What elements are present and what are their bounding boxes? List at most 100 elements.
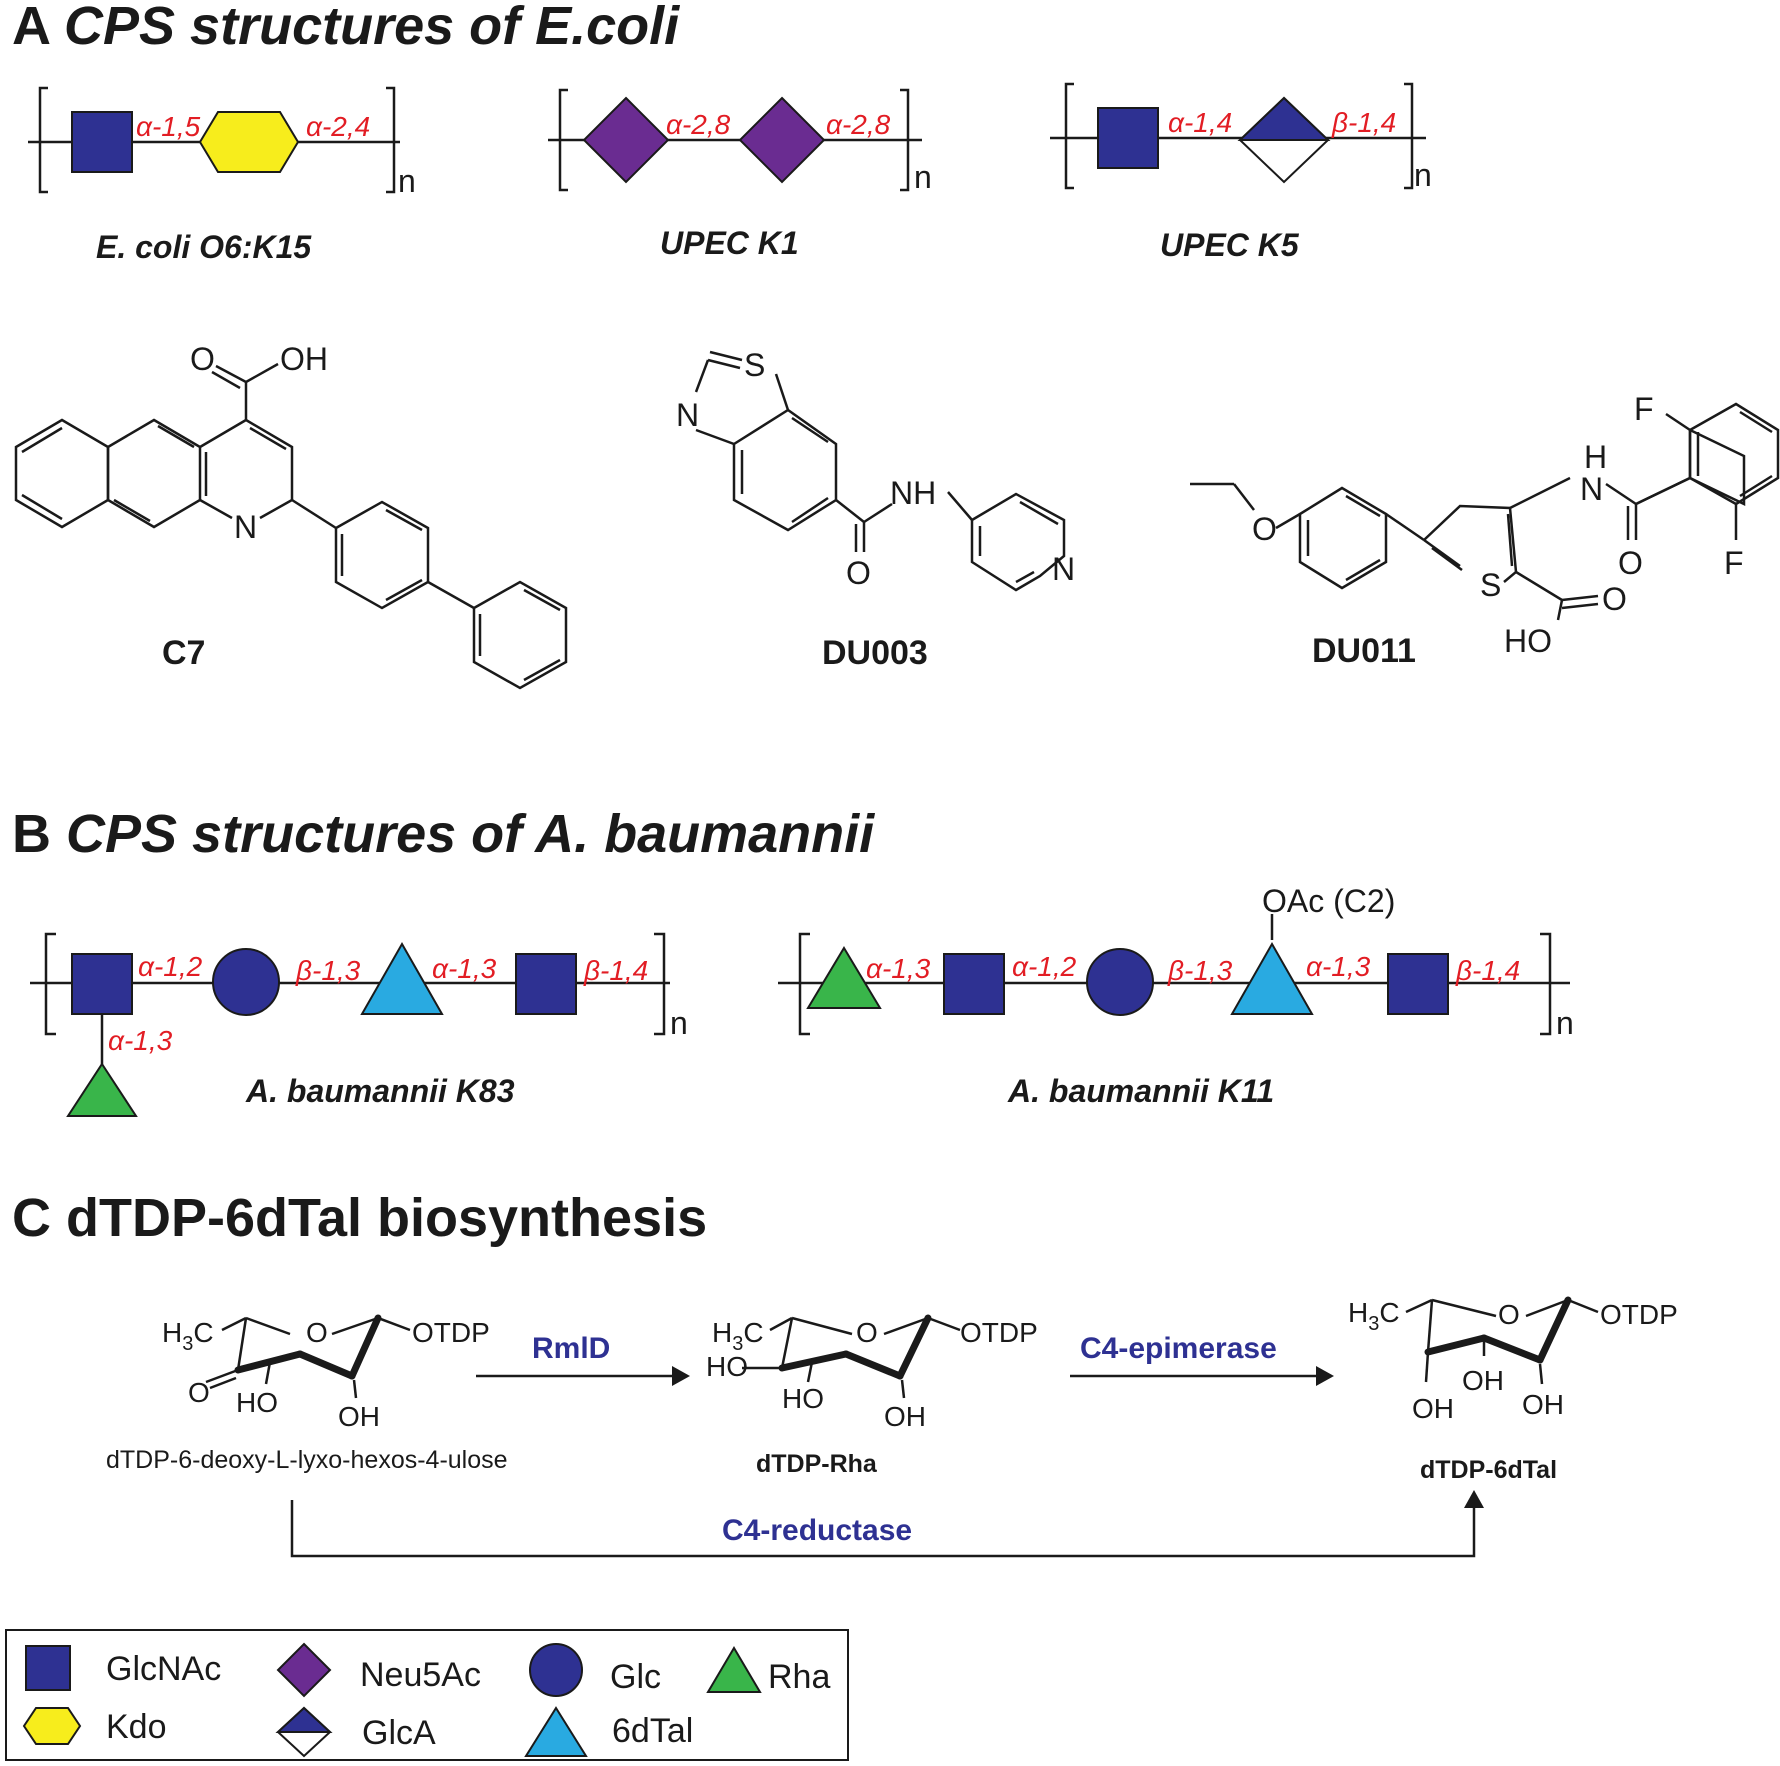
- atom-label: O: [1618, 545, 1643, 581]
- enzyme-label: RmlD: [532, 1332, 610, 1365]
- legend-label: Glc: [610, 1658, 661, 1696]
- atom-label: F: [1724, 545, 1744, 581]
- linkage-label: β-1,4: [583, 955, 648, 986]
- keto-oxygen: O: [188, 1377, 210, 1408]
- legend-label: GlcA: [362, 1714, 436, 1752]
- methyl-group: H3C: [1348, 1297, 1400, 1335]
- yellow-hexagon-icon: [22, 1707, 82, 1745]
- purple-diamond-icon: [276, 1642, 332, 1698]
- legend-label: 6dTal: [612, 1712, 693, 1750]
- structure-o6k15: α-1,5 α-2,4 n E. coli O6:K15: [28, 86, 416, 265]
- substituent-label: OAc (C2): [1262, 883, 1395, 919]
- linkage-label: α-2,8: [826, 109, 891, 140]
- linkage-label: α-1,3: [432, 953, 497, 984]
- sixdtal-triangle-icon: [360, 941, 444, 1015]
- legend: GlcNAc Kdo Neu5Ac GlcA Glc 6dTal Rha: [5, 1629, 849, 1761]
- panel-b: B CPS structures of A. baumannii α-1,2 β…: [12, 804, 1574, 1117]
- sugar-rha: H3C O OTDP HO HO OH dTDP-Rha: [706, 1314, 1038, 1478]
- linkage-label: β-1,4: [1331, 107, 1396, 138]
- bracket-right: [386, 86, 396, 194]
- bracket-right: [1404, 82, 1414, 190]
- glcnac-square-icon: [943, 953, 1005, 1015]
- linkage-label: α-1,5: [136, 111, 201, 142]
- atom-label: S: [744, 347, 765, 383]
- linkage-label: α-2,4: [306, 111, 370, 142]
- repeat-label: n: [914, 159, 932, 195]
- compound-name: DU011: [1312, 632, 1416, 670]
- legend-label: Neu5Ac: [360, 1656, 481, 1694]
- compound-name: dTDP-6-deoxy-L-lyxo-hexos-4-ulose: [106, 1446, 508, 1474]
- neu5ac-diamond-icon: [738, 96, 826, 184]
- structure-k1: α-2,8 α-2,8 n UPEC K1: [548, 88, 932, 261]
- compound-c7: N O OH C7: [14, 341, 568, 690]
- compound-du003: S N O NH N DU003: [676, 347, 1075, 672]
- atom-label: F: [1634, 391, 1654, 427]
- structure-caption: E. coli O6:K15: [96, 229, 312, 265]
- structure-k83: α-1,2 β-1,3 α-1,3 β-1,4 α-1,3 n A. bauma…: [30, 932, 688, 1117]
- linkage-label: α-1,2: [1012, 951, 1077, 982]
- sixdtal-triangle-icon: [1230, 941, 1314, 1015]
- atom-label: H: [1584, 439, 1607, 475]
- compound-name: C7: [162, 634, 205, 672]
- light-blue-triangle-icon: [524, 1706, 588, 1757]
- compound-name: DU003: [822, 634, 928, 672]
- enzyme-label: C4-reductase: [722, 1514, 912, 1547]
- legend-label: Rha: [768, 1658, 830, 1696]
- linkage-label: α-1,2: [138, 951, 203, 982]
- glcnac-square-icon: [1387, 953, 1449, 1015]
- ring-oxygen: O: [1498, 1299, 1520, 1330]
- hydroxyl-group: HO: [782, 1383, 824, 1414]
- glcnac-square-icon: [71, 953, 133, 1015]
- enzyme-label: C4-epimerase: [1080, 1332, 1277, 1365]
- glc-circle-icon: [1086, 948, 1154, 1016]
- repeat-label: n: [398, 163, 416, 199]
- arrowhead-icon: [672, 1366, 690, 1386]
- atom-label: O: [1252, 511, 1277, 547]
- structure-caption: UPEC K1: [660, 225, 799, 261]
- panel-a: A CPS structures of E.coli α-1,5 α-2,4 n…: [12, 0, 1780, 690]
- structure-k5: α-1,4 β-1,4 n UPEC K5: [1050, 82, 1432, 263]
- atom-label: O: [190, 341, 215, 377]
- linkage-label: β-1,4: [1455, 955, 1520, 986]
- atom-label: N: [1052, 551, 1075, 587]
- atom-label: N: [676, 397, 699, 433]
- hydroxyl-group: OH: [338, 1401, 380, 1432]
- glc-circle-icon: [212, 948, 280, 1016]
- arrowhead-icon: [1464, 1490, 1484, 1508]
- ring-oxygen: O: [856, 1317, 878, 1348]
- structure-caption: A. baumannii K83: [245, 1073, 515, 1109]
- glcnac-square-icon: [1097, 107, 1159, 169]
- arrowhead-icon: [1316, 1366, 1334, 1386]
- linkage-label: α-2,8: [666, 109, 731, 140]
- legend-box: [5, 1629, 849, 1761]
- legend-label: Kdo: [106, 1708, 167, 1746]
- bracket-left: [38, 86, 48, 194]
- repeat-label: n: [1414, 157, 1432, 193]
- kdo-hexagon-icon: [198, 111, 300, 173]
- structure-caption: UPEC K5: [1160, 227, 1300, 263]
- neu5ac-diamond-icon: [582, 96, 670, 184]
- otdp-group: OTDP: [960, 1317, 1038, 1348]
- hydroxyl-group: OH: [1522, 1389, 1564, 1420]
- atom-label: O: [846, 555, 871, 591]
- panel-c: C dTDP-6dTal biosynthesis H3C O OTDP O H…: [12, 1188, 1678, 1558]
- atom-label: N: [1580, 471, 1603, 507]
- rha-triangle-icon: [66, 1062, 138, 1117]
- glcnac-square-icon: [515, 953, 577, 1015]
- repeat-label: n: [670, 1005, 688, 1041]
- bracket-left: [1064, 82, 1074, 190]
- otdp-group: OTDP: [412, 1317, 490, 1348]
- structure-caption: A. baumannii K11: [1007, 1073, 1274, 1109]
- hydroxyl-group: HO: [236, 1387, 278, 1418]
- compound-du011: O S H N O O HO: [1190, 391, 1780, 670]
- glcnac-square-icon: [71, 111, 133, 173]
- linkage-label: α-1,3: [866, 953, 931, 984]
- hydroxyl-group: HO: [706, 1351, 748, 1382]
- atom-label: O: [1602, 581, 1627, 617]
- repeat-label: n: [1556, 1005, 1574, 1041]
- panel-a-title: A CPS structures of E.coli: [12, 0, 680, 56]
- green-triangle-icon: [706, 1646, 762, 1693]
- sugar-ulose: H3C O OTDP O HO OH dTDP-6-deoxy-L-lyxo-h…: [106, 1314, 508, 1474]
- bypass-arrow: [290, 1500, 1476, 1558]
- sugar-6dtal: H3C O OTDP OH OH OH dTDP-6dTal: [1348, 1296, 1678, 1484]
